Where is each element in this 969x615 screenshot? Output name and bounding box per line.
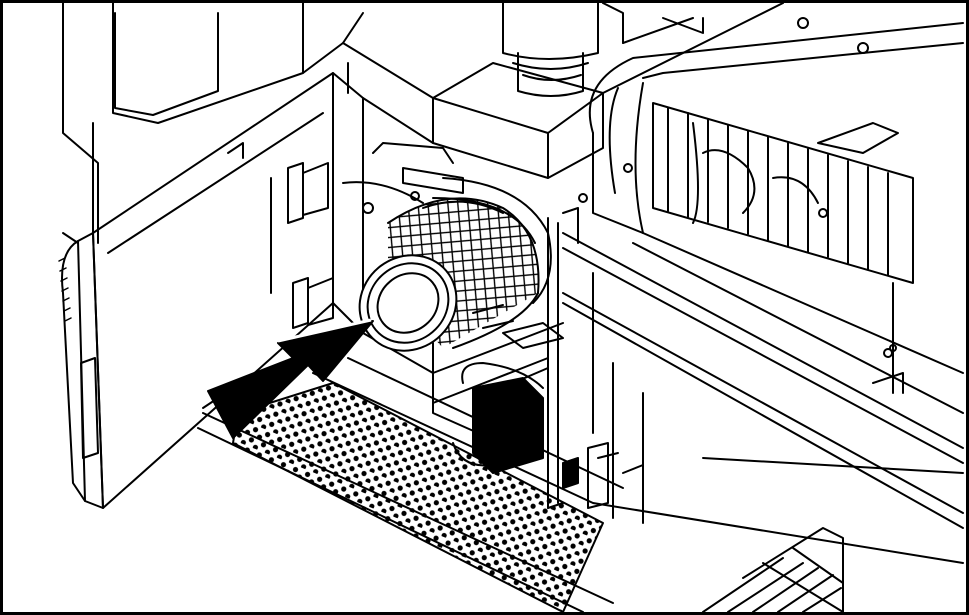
callout-arrow <box>207 318 374 439</box>
radiator-grille-bottom-right <box>702 527 844 612</box>
door-latch-teeth <box>58 257 72 322</box>
vertical-frame-rails <box>547 207 964 529</box>
fan-grille-icon <box>652 102 914 284</box>
electrical-component-box <box>432 322 564 474</box>
air-filter-element <box>358 197 540 352</box>
engine-deck <box>342 3 869 179</box>
cab-structure <box>62 3 364 244</box>
blower-fan-housing <box>578 22 964 374</box>
door-hinges <box>270 162 334 329</box>
technical-illustration <box>58 3 964 612</box>
exhaust-stack-top <box>432 3 624 134</box>
right-side-frame <box>632 242 964 474</box>
